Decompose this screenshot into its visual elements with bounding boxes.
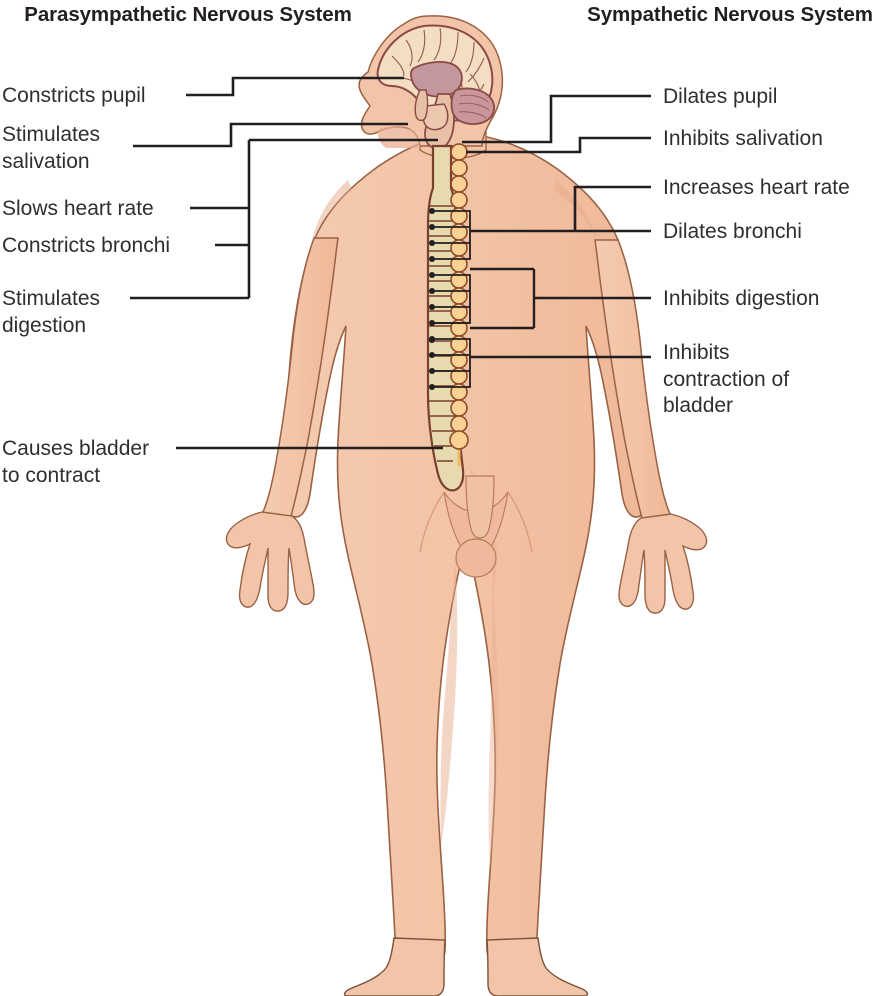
heading-parasympathetic: Parasympathetic Nervous System <box>24 3 352 26</box>
leader-increases-heart-rate <box>573 185 651 231</box>
body-figure <box>225 15 708 996</box>
rung-group-1 <box>432 210 471 260</box>
foot-left <box>343 937 446 996</box>
leg-shading-left <box>440 560 458 846</box>
leader-lines <box>130 76 651 450</box>
leader-constricts-pupil <box>186 76 404 97</box>
label-stimulates-digestion: Stimulates digestion <box>2 287 101 337</box>
label-dilates-pupil: Dilates pupil <box>663 85 778 108</box>
label-inhibits-salivation: Inhibits salivation <box>663 127 823 150</box>
label-constricts-bronchi: Constricts bronchi <box>2 234 171 257</box>
rung-group-3 <box>432 338 471 388</box>
hand-right <box>618 513 708 614</box>
scrotum <box>455 538 497 578</box>
label-constricts-pupil: Constricts pupil <box>2 84 146 107</box>
penis <box>465 475 495 539</box>
spinal-cord-group <box>426 143 469 492</box>
shoulder-shading-left <box>312 180 352 240</box>
leader-stimulates-salivation <box>133 122 408 148</box>
cerebellum-folia <box>458 94 490 119</box>
label-stimulates-salivation: Stimulates salivation <box>2 123 101 173</box>
label-increases-heart-rate: Increases heart rate <box>663 176 850 199</box>
pituitary-stalk <box>414 89 429 122</box>
label-slows-heart-rate: Slows heart rate <box>2 197 154 220</box>
groin-crease-right <box>507 491 533 553</box>
heading-sympathetic: Sympathetic Nervous System <box>587 3 873 26</box>
groin-crease-left <box>419 491 445 553</box>
jaw-shading <box>378 126 420 148</box>
brain-group <box>376 24 496 150</box>
leader-dilates-pupil <box>462 94 651 144</box>
label-dilates-bronchi: Dilates bronchi <box>663 220 802 243</box>
label-inhibits-digestion: Inhibits digestion <box>663 287 820 310</box>
foot-right <box>486 937 589 996</box>
cerebellum <box>450 87 496 125</box>
label-causes-bladder-to-contract: Causes bladder to contract <box>2 437 150 487</box>
hand-left <box>225 511 315 612</box>
leg-shading-right <box>488 580 498 868</box>
bracket-digestion <box>470 267 536 330</box>
sympathetic-chain-ganglia <box>449 143 469 466</box>
leader-inhibits-salivation <box>466 136 651 154</box>
label-inhibits-contraction-of-bladder: Inhibits contraction of bladder <box>663 341 790 417</box>
shoulder-shading-right <box>554 180 598 242</box>
